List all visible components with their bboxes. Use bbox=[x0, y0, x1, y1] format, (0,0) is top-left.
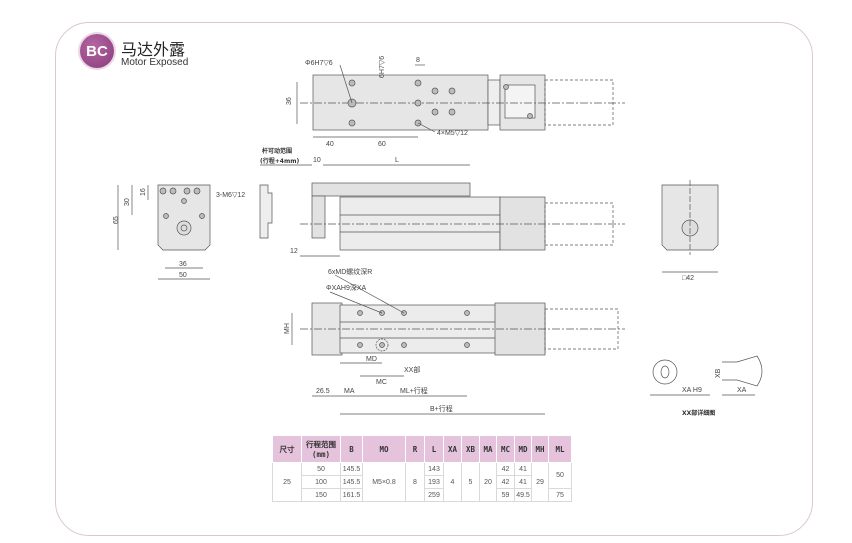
top-tap-label: 4×M5▽12 bbox=[437, 130, 468, 137]
cell-mo: M5×0.8 bbox=[362, 462, 406, 502]
col-ml: ML bbox=[548, 435, 572, 463]
rod-range-sub: (行程+4mm) bbox=[260, 157, 299, 165]
cell-mc: 59 bbox=[496, 488, 515, 502]
left-dim-30: 30 bbox=[124, 198, 131, 206]
bottom-view: 6xMD螺纹深R ΦXAH9深XA MH MD XX部 MC 26.5 MA M… bbox=[284, 267, 625, 415]
rod-range-label: 杆可动范围 bbox=[262, 147, 292, 155]
section-title-en: Motor Exposed bbox=[121, 57, 189, 68]
end-view-right: □42 bbox=[661, 180, 719, 282]
bottom-dim-26-5: 26.5 bbox=[316, 388, 330, 395]
cell-b: 145.5 bbox=[340, 475, 363, 489]
col-size: 尺寸 bbox=[272, 435, 302, 463]
col-xb: XB bbox=[461, 435, 480, 463]
cell-size: 25 bbox=[272, 462, 302, 502]
detail-caption: XX部详细图 bbox=[682, 409, 715, 417]
cell-xa: 4 bbox=[443, 462, 462, 502]
section-title-cn: 马达外露 bbox=[121, 40, 186, 59]
col-mh: MH bbox=[531, 435, 549, 463]
top-dim-36: 36 bbox=[286, 97, 293, 105]
cell-mc: 42 bbox=[496, 475, 515, 489]
bottom-dim-ML: ML+行程 bbox=[400, 386, 428, 395]
cell-md: 49.5 bbox=[514, 488, 532, 502]
left-dim-65: 65 bbox=[113, 216, 120, 224]
col-r: R bbox=[405, 435, 425, 463]
spec-table: 尺寸 行程范围 (mm) B MO R L XA XB MA MC MD MH … bbox=[272, 435, 572, 502]
cell-r: 8 bbox=[405, 462, 425, 502]
side-dim-L: L bbox=[395, 157, 399, 164]
table-row: 150 161.5 259 59 49.5 75 bbox=[273, 488, 572, 502]
bottom-dim-MC: MC bbox=[376, 379, 387, 386]
left-dim-50: 50 bbox=[179, 272, 187, 279]
top-slot-label: 6H7▽6 bbox=[379, 56, 386, 78]
bottom-dim-MA: MA bbox=[344, 388, 355, 395]
cell-mh: 29 bbox=[531, 462, 549, 502]
bottom-dim-MH: MH bbox=[284, 323, 291, 334]
cell-b: 145.5 bbox=[340, 462, 363, 476]
detail-xb: XB bbox=[715, 368, 722, 378]
left-dim-16: 16 bbox=[140, 188, 147, 196]
left-dim-36: 36 bbox=[179, 261, 187, 268]
cell-l: 259 bbox=[424, 488, 444, 502]
xx-label: XX部 bbox=[404, 365, 420, 374]
table-row: 25 50 145.5 M5×0.8 8 143 4 5 20 42 41 29… bbox=[272, 462, 572, 502]
xx-detail-view: XA H9 XB XA XX部详细图 bbox=[650, 355, 763, 417]
cell-l: 143 bbox=[424, 462, 444, 476]
page-frame bbox=[55, 22, 813, 536]
cell-xb: 5 bbox=[461, 462, 480, 502]
cell-ma: 20 bbox=[479, 462, 497, 502]
col-b: B bbox=[340, 435, 363, 463]
bottom-dim-MD: MD bbox=[366, 356, 377, 363]
col-ma: MA bbox=[479, 435, 497, 463]
col-mo: MO bbox=[362, 435, 406, 463]
end-view-left: 65 30 16 3-M6▽12 36 50 bbox=[113, 184, 245, 280]
cell-mc: 42 bbox=[496, 462, 515, 476]
cell-ml: 50 bbox=[548, 462, 572, 489]
top-dim-60: 60 bbox=[378, 141, 386, 148]
col-stroke: 行程范围 (mm) bbox=[301, 435, 341, 463]
cell-md: 41 bbox=[514, 475, 532, 489]
right-dim-42: □42 bbox=[682, 275, 694, 282]
top-view: Φ6H7▽6 6H7▽6 8 36 40 60 4×M5▽12 bbox=[286, 56, 625, 148]
side-view: 杆可动范围 (行程+4mm) 10 L 12 bbox=[259, 147, 625, 257]
top-hole-label: Φ6H7▽6 bbox=[305, 60, 333, 67]
left-tap-label: 3-M6▽12 bbox=[216, 192, 245, 199]
bc-badge-logo: BC bbox=[80, 34, 114, 68]
col-mc: MC bbox=[496, 435, 515, 463]
cell-stroke: 100 bbox=[301, 475, 341, 489]
cell-stroke: 50 bbox=[301, 462, 341, 476]
thread-label: 6xMD螺纹深R bbox=[328, 267, 372, 276]
cell-b: 161.5 bbox=[340, 488, 363, 502]
col-l: L bbox=[424, 435, 444, 463]
cell-l: 193 bbox=[424, 475, 444, 489]
side-dim-10: 10 bbox=[313, 157, 321, 164]
col-xa: XA bbox=[443, 435, 462, 463]
bottom-dim-B: B+行程 bbox=[430, 404, 453, 413]
cell-md: 41 bbox=[514, 462, 532, 476]
pin-label: ΦXAH9深XA bbox=[326, 283, 367, 292]
side-dim-12: 12 bbox=[290, 248, 298, 255]
detail-xa: XA bbox=[737, 387, 747, 394]
detail-xa-h9: XA H9 bbox=[682, 387, 702, 394]
cell-ml: 75 bbox=[548, 488, 572, 502]
cell-stroke: 150 bbox=[301, 488, 341, 502]
top-dim-8: 8 bbox=[416, 57, 420, 64]
table-header-row: 尺寸 行程范围 (mm) B MO R L XA XB MA MC MD MH … bbox=[272, 435, 572, 463]
top-dim-40: 40 bbox=[326, 141, 334, 148]
col-md: MD bbox=[514, 435, 532, 463]
